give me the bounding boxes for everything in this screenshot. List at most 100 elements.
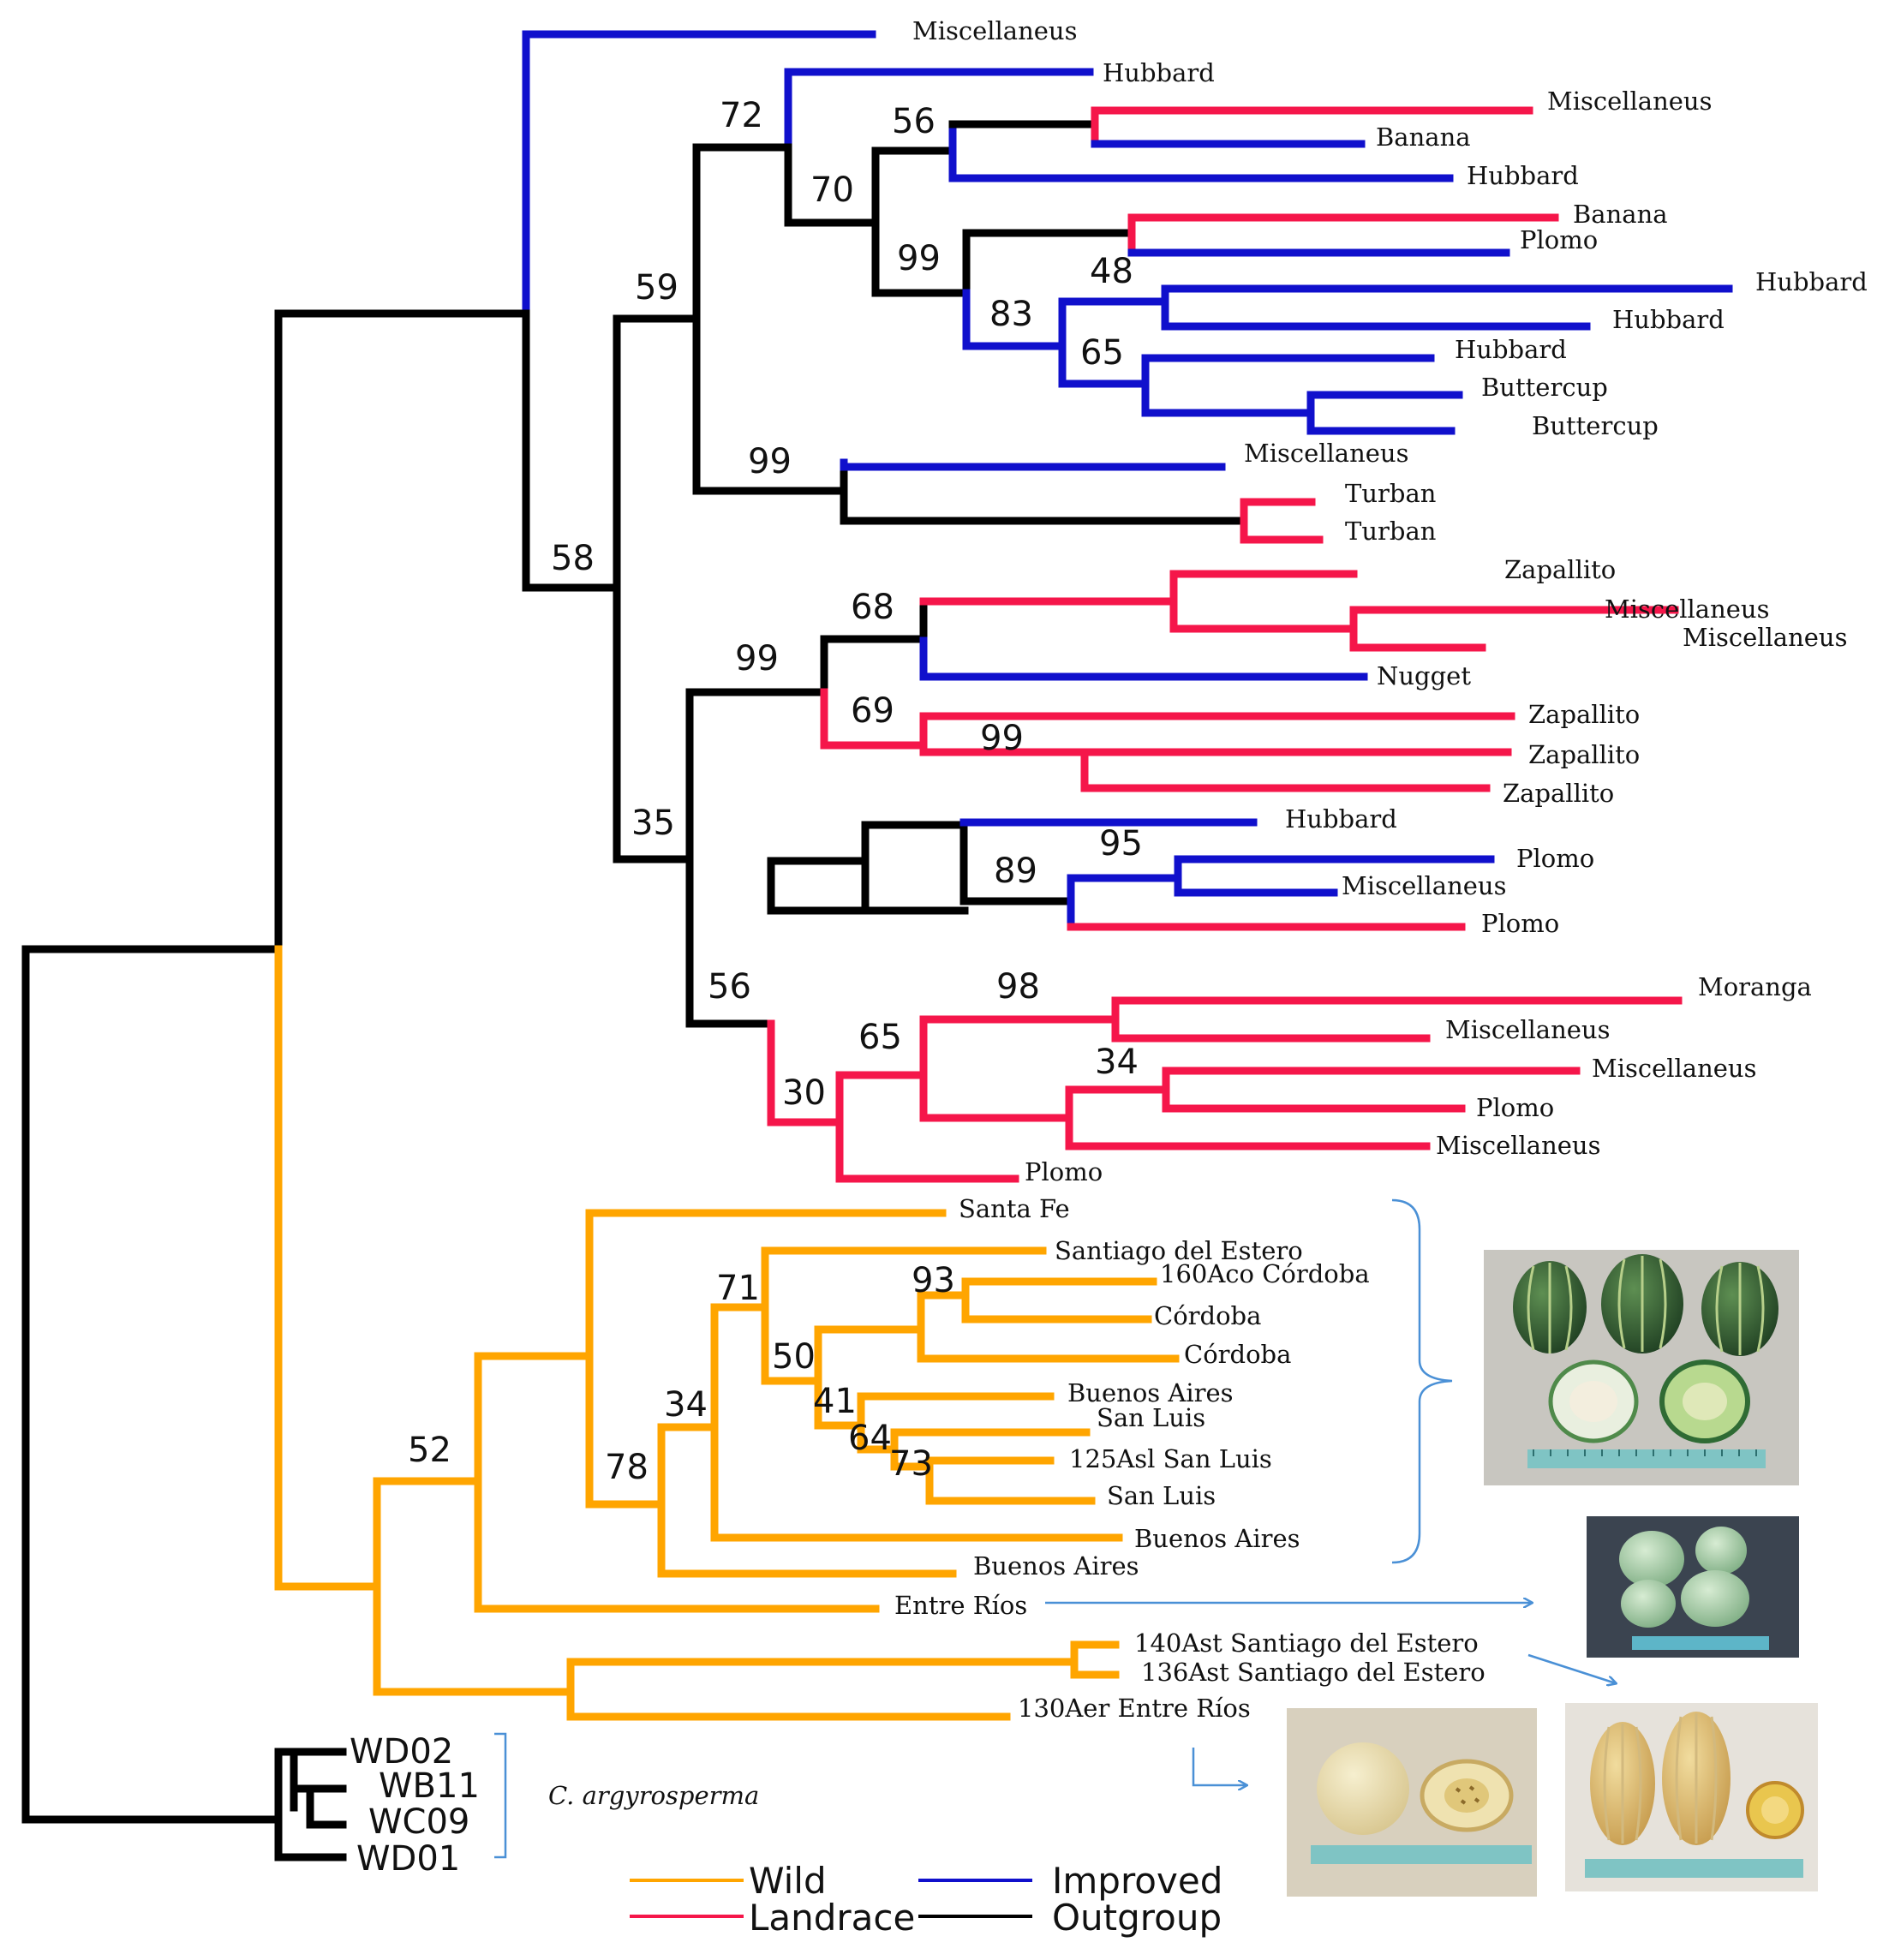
tip-label: Plomo [1520,225,1598,254]
fruit-photo-130aer [1287,1708,1537,1897]
bootstrap-value: 71 [716,1269,760,1308]
tip-label: Miscellaneus [1683,623,1848,652]
bootstrap-value: 56 [708,967,751,1007]
bootstrap-value: 73 [889,1444,933,1484]
tip-label: Zapallito [1528,700,1640,729]
legend-outgroup-label: Outgroup [1052,1897,1222,1939]
tip-label: Miscellaneus [1436,1131,1601,1160]
tip-label: Miscellaneus [912,16,1078,45]
bootstrap-value: 72 [720,96,763,135]
bootstrap-value: 58 [551,539,595,578]
tip-label: 130Aer Entre Ríos [1018,1694,1251,1723]
bootstrap-value: 64 [848,1419,892,1458]
outgroup-tip-label: WD02 [350,1732,453,1772]
tip-label: Entre Ríos [894,1591,1027,1620]
bootstrap-value: 83 [989,295,1033,334]
tip-label: Miscellaneus [1547,87,1713,116]
tip-label: San Luis [1107,1481,1216,1510]
tip-label: Plomo [1476,1093,1554,1122]
bootstrap-value: 56 [892,102,936,141]
tip-label: 160Aco Córdoba [1160,1259,1370,1288]
tip-label: Hubbard [1103,58,1215,87]
tip-label: Buenos Aires [1134,1524,1300,1553]
bootstrap-value: 78 [605,1448,649,1487]
tip-label: Plomo [1516,844,1594,873]
bootstrap-value: 89 [994,852,1037,891]
tip-label: Miscellaneus [1342,871,1507,900]
tip-label: Buenos Aires [1067,1378,1234,1407]
bootstrap-value: 50 [772,1337,816,1377]
bootstrap-value: 99 [897,239,941,278]
tip-label: 140Ast Santiago del Estero [1134,1628,1479,1658]
tip-label: Turban [1345,517,1436,546]
bootstrap-value: 98 [996,967,1040,1007]
bootstrap-value: 30 [782,1073,826,1113]
tree-branches [21,30,1733,1861]
tip-labels: MiscellaneusHubbardMiscellaneusBananaHub… [350,16,1868,1879]
bootstrap-value: 68 [851,588,894,627]
tip-label: Córdoba [1154,1301,1261,1330]
fruit-photo-santiago [1565,1703,1818,1891]
fruit-photo-entre-rios [1587,1516,1799,1658]
species-label: C. argyrosperma [548,1781,759,1810]
tip-label: 125Asl San Luis [1069,1444,1272,1473]
tip-label: Hubbard [1285,804,1397,834]
bootstrap-value: 95 [1099,824,1143,863]
outgroup-tip-label: WB11 [379,1766,480,1806]
bootstrap-value: 34 [1095,1043,1139,1082]
tip-label: Buttercup [1481,373,1608,402]
tip-label: Plomo [1481,909,1559,938]
outgroup-tip-label: WD01 [356,1839,460,1879]
outgroup-bracket [494,1732,507,1859]
legend-improved-label: Improved [1052,1860,1222,1902]
tip-label: Hubbard [1755,267,1868,296]
legend: Wild Improved Landrace Outgroup [630,1860,1222,1939]
bootstrap-value: 99 [980,719,1024,758]
bootstrap-value: 70 [810,170,854,210]
tip-label: Hubbard [1612,305,1725,334]
tip-label: Miscellaneus [1244,439,1409,468]
tip-label: Banana [1376,122,1471,152]
tip-label: Banana [1573,200,1668,229]
tip-label: San Luis [1097,1403,1205,1432]
tip-label: Miscellaneus [1592,1054,1757,1083]
tip-label: Zapallito [1504,555,1616,584]
tip-label: Moranga [1698,972,1812,1001]
bootstrap-labels: 72 56 70 99 48 83 65 59 99 58 68 99 69 99 35 95 89 56 98 65… [408,96,1143,1487]
tip-label: Hubbard [1455,335,1567,364]
bootstrap-value: 41 [813,1382,857,1421]
fruit-photo-wild-clade [1484,1250,1799,1485]
bootstrap-value: 93 [912,1261,955,1300]
legend-landrace-label: Landrace [749,1897,915,1939]
bootstrap-value: 69 [851,691,894,731]
tip-label: 136Ast Santiago del Estero [1141,1658,1485,1687]
bootstrap-value: 65 [858,1018,902,1057]
tip-label: Santiago del Estero [1055,1236,1303,1265]
wild-clade-bracket [1391,1198,1453,1564]
bootstrap-value: 59 [635,268,678,308]
tip-label: Zapallito [1528,740,1640,769]
tip-label: Miscellaneus [1445,1015,1611,1044]
bootstrap-value: 99 [735,639,779,678]
arrow-130aer [1192,1748,1246,1785]
arrow-santiago [1527,1653,1616,1683]
bootstrap-value: 52 [408,1431,451,1470]
tip-label: Zapallito [1503,779,1614,808]
tip-label: Hubbard [1467,161,1579,190]
bootstrap-value: 65 [1080,333,1124,373]
tip-label: Nugget [1377,661,1471,690]
tip-label: Plomo [1025,1157,1103,1186]
bootstrap-value: 99 [748,442,792,481]
tip-label: Turban [1345,479,1436,508]
tip-label: Miscellaneus [1605,595,1770,624]
wild-clade-annotations [494,1198,1616,1859]
outgroup-tip-label: WC09 [368,1802,469,1842]
bootstrap-value: 34 [664,1385,708,1425]
tip-label: Santa Fe [959,1194,1070,1223]
tip-label: Buenos Aires [973,1551,1139,1581]
tip-label: Córdoba [1184,1340,1291,1369]
bootstrap-value: 48 [1090,252,1133,291]
bootstrap-value: 35 [631,804,675,843]
tip-label: Buttercup [1532,411,1659,440]
